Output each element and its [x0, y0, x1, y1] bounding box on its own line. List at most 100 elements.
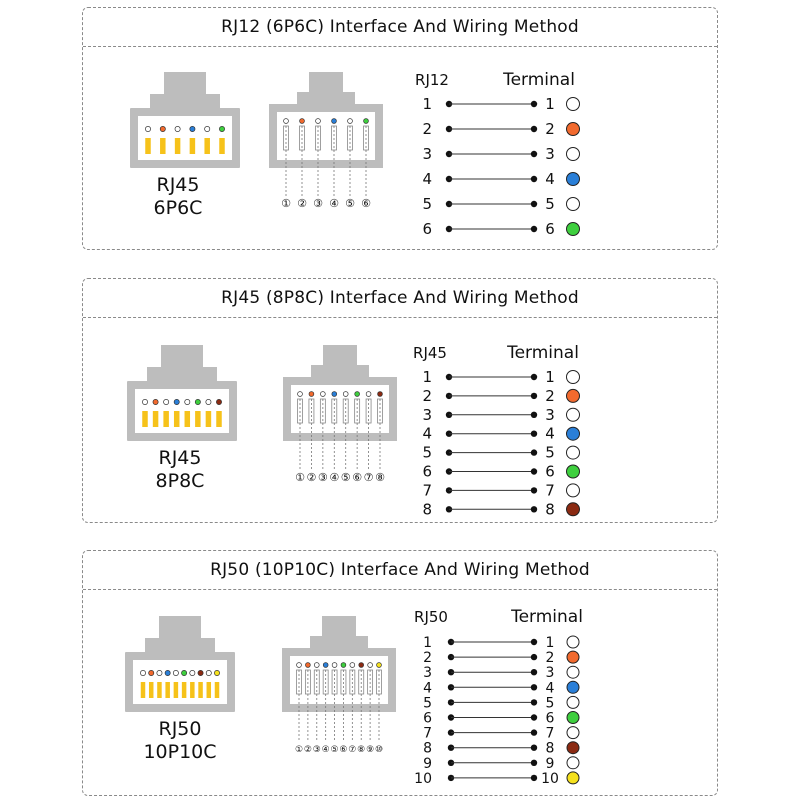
pin-number-marker: ⑥: [361, 197, 371, 210]
wire-endpoint-dot: [530, 744, 538, 751]
pin-number-left: 7: [422, 481, 432, 499]
wire-color-indicator: [566, 197, 580, 211]
connector-latch-base: [150, 94, 220, 108]
wire-color-dot: [216, 399, 222, 405]
pin-number-left: 8: [422, 500, 432, 518]
wire-color-dot: [156, 670, 163, 676]
wiring-row: [447, 635, 580, 649]
wire-endpoint-dot: [530, 729, 538, 736]
pin-number-terminal: 5: [546, 695, 555, 711]
pin-number-left: 6: [422, 463, 432, 481]
wire-color-dot: [184, 399, 191, 405]
pin-number-left: 1: [422, 95, 432, 113]
wire-color-dot: [152, 399, 159, 405]
column-header-connector: RJ45: [413, 344, 447, 362]
wire-color-dot: [305, 662, 311, 668]
gold-contact: [189, 138, 196, 154]
gold-contact: [198, 682, 203, 698]
pin-number-terminal: 2: [545, 120, 555, 138]
pin-number-marker: ④: [322, 745, 330, 755]
wire-endpoint-dot: [530, 468, 538, 475]
wiring-row: [447, 726, 580, 740]
wire-color-dot: [363, 118, 369, 124]
pin-number-marker: ⑥: [352, 471, 362, 484]
wiring-row: [445, 97, 580, 111]
wire-color-indicator: [566, 445, 580, 460]
wire-color-indicator: [566, 97, 580, 111]
pin-number-terminal: 9: [546, 756, 555, 772]
wire-color-dot: [148, 670, 155, 676]
wiring-row: [445, 464, 580, 479]
pin-number-terminal: 2: [545, 387, 555, 405]
column-header-connector: RJ50: [414, 608, 448, 626]
pin-number-terminal: 2: [546, 650, 555, 666]
wire-endpoint-dot: [530, 699, 538, 706]
wire-color-indicator: [566, 222, 580, 236]
wire-color-dot: [205, 670, 212, 676]
pin-number-marker: ⑩: [375, 745, 383, 755]
connector-latch-base: [147, 367, 217, 381]
pin-number-left: 2: [422, 387, 432, 405]
wire-color-indicator: [566, 147, 580, 161]
wire-color-dot: [342, 391, 349, 397]
pin-number-marker: ⑧: [357, 745, 365, 755]
pin-number-marker: ①: [295, 745, 303, 755]
wiring-row: [447, 771, 580, 785]
wire-color-indicator: [566, 726, 580, 740]
pin-number-left: 6: [422, 220, 432, 238]
pin-number-terminal: 6: [546, 711, 555, 727]
wire-color-indicator: [566, 665, 580, 679]
connector-face: [277, 112, 375, 160]
connector-face: [291, 385, 389, 433]
wire-color-dot: [322, 662, 329, 668]
wire-endpoint-dot: [530, 759, 538, 766]
pin-number-left: 4: [422, 170, 432, 188]
wire-color-dot: [172, 670, 179, 676]
pin-number-marker: ⑦: [348, 745, 356, 755]
connector-latch: [164, 72, 206, 94]
pin-number-marker: ⑧: [375, 471, 385, 484]
gold-contact: [160, 138, 166, 154]
wire-color-dot: [331, 662, 338, 668]
wire-color-dot: [365, 391, 372, 397]
wiring-row: [445, 388, 580, 403]
wiring-row: [445, 172, 580, 186]
wire-color-indicator: [566, 635, 580, 649]
pin-number-terminal: 1: [546, 635, 555, 651]
connector-latch-base: [297, 92, 355, 104]
wiring-row: [445, 445, 580, 460]
pin-number-terminal: 3: [545, 406, 555, 424]
pin-number-terminal: 4: [545, 170, 555, 188]
wire-endpoint-dot: [530, 638, 538, 646]
wire-color-dot: [197, 670, 204, 676]
wire-endpoint-dot: [530, 225, 538, 233]
wire-color-dot: [140, 670, 146, 676]
gold-contact: [145, 138, 151, 154]
wire-endpoint-dot: [530, 150, 538, 158]
wiring-row: [447, 695, 580, 709]
wire-color-dot: [214, 670, 220, 676]
wire-color-dot: [358, 662, 364, 668]
pin-number-marker: ①: [295, 471, 305, 484]
wire-color-dot: [320, 391, 326, 397]
wiring-row: [445, 426, 580, 441]
gold-contact: [165, 682, 170, 698]
wire-color-indicator: [566, 464, 580, 479]
wire-color-dot: [142, 399, 148, 405]
wire-color-indicator: [566, 756, 580, 770]
connector-front-view: [130, 72, 240, 168]
wire-color-indicator: [566, 122, 580, 136]
wire-endpoint-dot: [530, 449, 538, 456]
connector-pinout-view: [269, 72, 383, 196]
pin-number-marker: ②: [297, 197, 307, 210]
pin-number-left: 9: [423, 756, 432, 772]
pin-number-left: 8: [423, 741, 432, 757]
column-header-terminal: Terminal: [502, 70, 575, 90]
pin-number-left: 1: [422, 368, 432, 386]
connector-face: [133, 660, 227, 704]
pin-number-marker: ⑤: [345, 197, 355, 210]
gold-contact: [214, 682, 220, 698]
connector-face: [138, 116, 232, 160]
wire-color-dot: [173, 399, 180, 405]
